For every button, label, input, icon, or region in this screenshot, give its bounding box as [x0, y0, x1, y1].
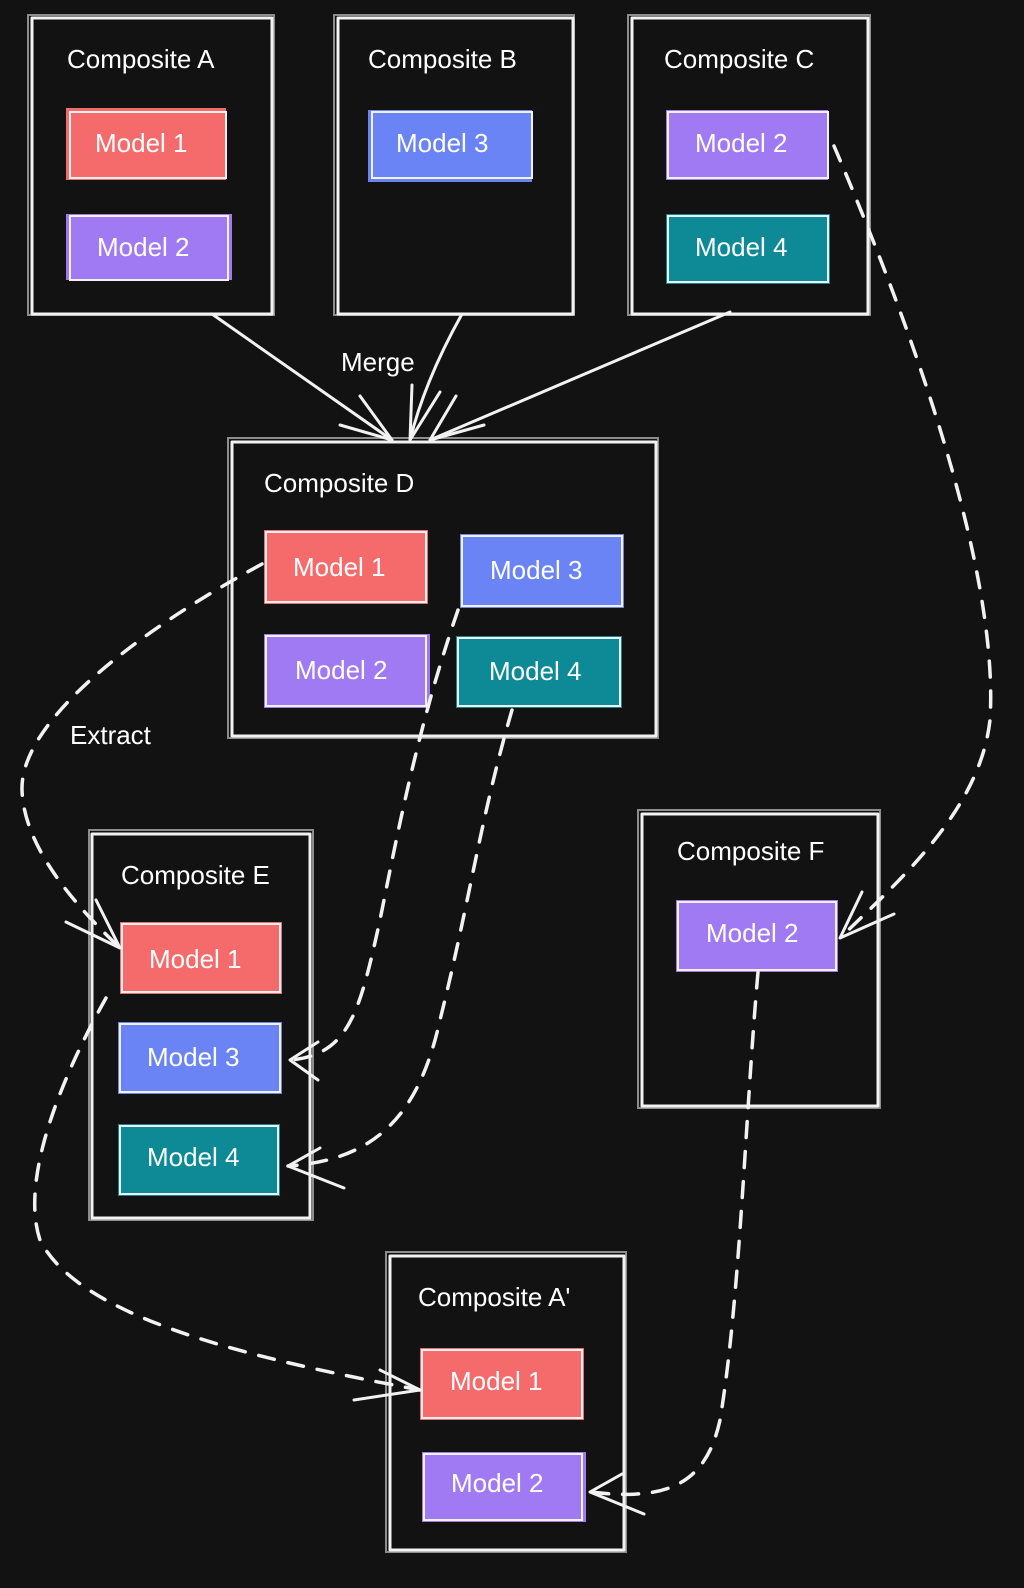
model-1-label: Model 1	[95, 128, 188, 158]
model-4-label: Model 4	[489, 656, 582, 686]
arrowhead-icon	[428, 394, 486, 442]
model-2-box	[676, 900, 838, 972]
model-2-box	[666, 110, 828, 180]
extract-arrow-a-prime-model-1	[32, 996, 422, 1392]
arrowhead-icon	[286, 1146, 346, 1190]
composite-d-frame	[230, 440, 658, 738]
composite-d[interactable]: Composite D Model 1 Model 3 Model 2 Mode…	[227, 437, 659, 739]
composite-d-model-4[interactable]: Model 4	[456, 636, 622, 708]
composite-b[interactable]: Composite B Model 3	[333, 14, 575, 316]
composite-a-prime-model-1[interactable]: Model 1	[420, 1348, 584, 1420]
composite-f-title: Composite F	[677, 836, 824, 866]
model-3-label: Model 3	[396, 128, 489, 158]
arrowhead-icon	[352, 1368, 422, 1402]
model-4-box	[456, 636, 622, 708]
model-4-label: Model 4	[695, 232, 788, 262]
model-3-box	[118, 1022, 282, 1094]
composite-f-frame	[640, 812, 880, 1108]
composite-a-model-2[interactable]: Model 2	[66, 214, 232, 281]
composite-c-model-2[interactable]: Model 2	[666, 110, 829, 180]
model-1-label: Model 1	[450, 1366, 543, 1396]
model-3-box	[460, 534, 624, 608]
model-1-label: Model 1	[149, 944, 242, 974]
model-3-label: Model 3	[490, 555, 583, 585]
model-2-label: Model 2	[451, 1468, 544, 1498]
composite-c-title: Composite C	[664, 44, 814, 74]
model-2-box	[264, 634, 430, 708]
composite-d-title: Composite D	[264, 468, 414, 498]
model-2-box	[66, 214, 232, 280]
arrowhead-icon	[338, 394, 394, 442]
composite-a-model-1[interactable]: Model 1	[66, 108, 227, 180]
composite-a-prime-model-2[interactable]: Model 2	[422, 1452, 586, 1522]
composite-f[interactable]: Composite F Model 2	[637, 809, 881, 1109]
extract-arrow-model-4	[286, 708, 514, 1168]
model-2-box	[422, 1452, 586, 1522]
composite-d-model-1[interactable]: Model 1	[264, 530, 428, 604]
extract-arrows: Extract	[20, 144, 993, 1516]
extract-arrow-c-model-2	[832, 144, 993, 940]
composite-b-title: Composite B	[368, 44, 517, 74]
arrowhead-icon	[288, 1040, 320, 1082]
composite-d-model-3[interactable]: Model 3	[460, 534, 624, 608]
extract-arrow-model-3	[288, 608, 460, 1062]
composite-a-prime[interactable]: Composite A' Model 1 Model 2	[385, 1251, 627, 1553]
model-1-box	[120, 922, 282, 994]
composite-e-model-4[interactable]: Model 4	[118, 1124, 280, 1196]
arrowhead-icon	[408, 383, 442, 442]
model-2-label: Model 2	[97, 232, 190, 262]
model-2-label: Model 2	[706, 918, 799, 948]
arrowhead-icon	[64, 898, 122, 950]
composite-c[interactable]: Composite C Model 2 Model 4	[627, 14, 871, 316]
arrowhead-icon	[838, 890, 896, 940]
composite-e-title: Composite E	[121, 860, 270, 890]
model-4-label: Model 4	[147, 1142, 240, 1172]
merge-arrow-c	[428, 310, 732, 442]
model-2-label: Model 2	[695, 128, 788, 158]
composite-e[interactable]: Composite E Model 1 Model 3 Model 4	[88, 829, 314, 1221]
merge-arrow-b	[408, 312, 464, 442]
composite-d-model-2[interactable]: Model 2	[264, 634, 430, 708]
model-3-box	[368, 110, 532, 182]
model-4-box	[118, 1124, 280, 1196]
model-1-box	[264, 530, 428, 604]
merge-arrow-a	[210, 312, 394, 442]
merge-arrows: Merge	[210, 310, 732, 442]
composite-f-model-2[interactable]: Model 2	[676, 900, 838, 972]
composite-c-model-4[interactable]: Model 4	[666, 214, 830, 284]
extract-arrow-model-1	[20, 562, 264, 950]
composite-a-prime-title: Composite A'	[418, 1282, 570, 1312]
composite-a-prime-frame	[388, 1254, 626, 1552]
model-4-box	[666, 214, 830, 284]
extract-arrow-a-prime-model-2	[588, 970, 760, 1496]
model-1-label: Model 1	[293, 552, 386, 582]
arrowhead-icon	[588, 1472, 646, 1516]
model-1-box	[420, 1348, 584, 1420]
composite-e-model-1[interactable]: Model 1	[120, 922, 282, 994]
extract-label: Extract	[70, 720, 152, 750]
composite-b-model-3[interactable]: Model 3	[368, 110, 533, 182]
composite-e-model-3[interactable]: Model 3	[118, 1022, 282, 1094]
merge-label: Merge	[341, 347, 415, 377]
model-1-box	[66, 108, 226, 180]
model-3-label: Model 3	[147, 1042, 240, 1072]
composite-a[interactable]: Composite A Model 1 Model 2	[27, 14, 275, 316]
model-2-label: Model 2	[295, 655, 388, 685]
composite-a-title: Composite A	[67, 44, 215, 74]
